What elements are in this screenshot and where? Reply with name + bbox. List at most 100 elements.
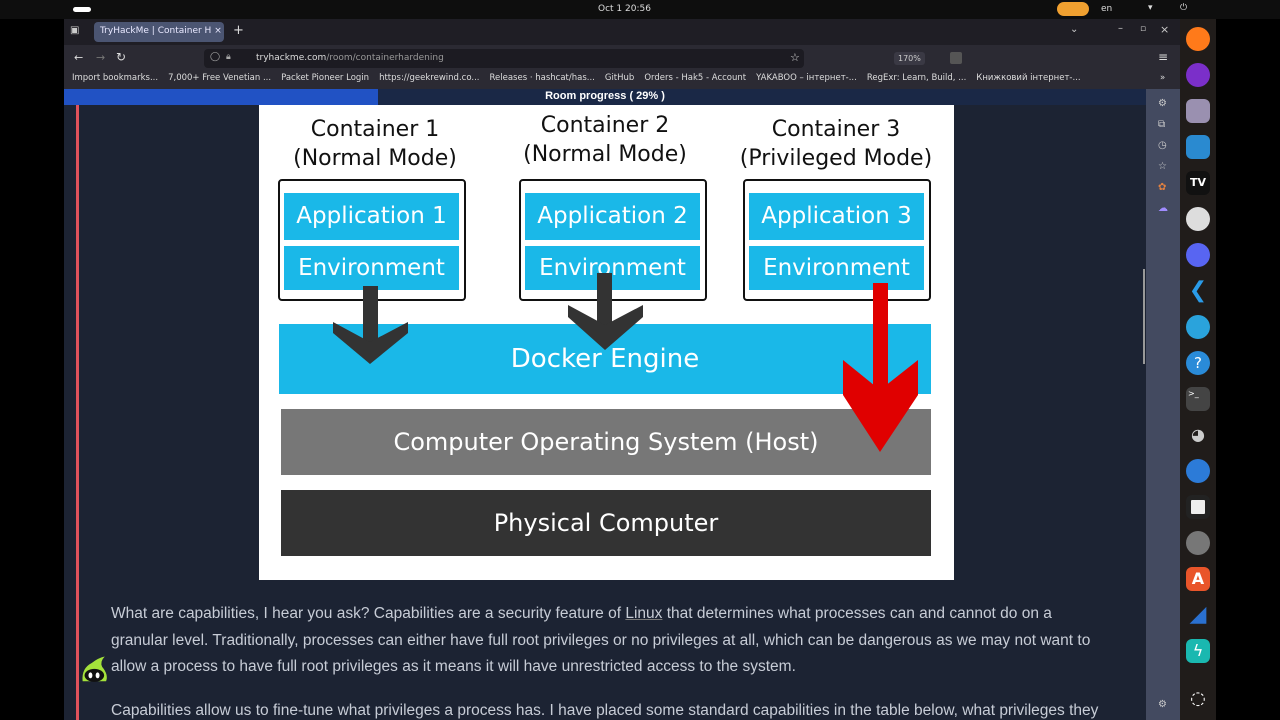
customize-sidebar-icon[interactable]: ⚙ (1158, 699, 1167, 710)
zoom-level[interactable]: 170% (894, 52, 925, 65)
paragraph-fine-tune: Capabilities allow us to fine-tune what … (111, 702, 1099, 719)
bookmark-item[interactable]: Packet Pioneer Login (281, 73, 370, 83)
new-tab-icon[interactable]: + (233, 23, 244, 38)
thunderbird-icon[interactable] (1186, 459, 1210, 483)
container-3-title: Container 3(Privileged Mode) (726, 115, 946, 173)
bookmark-item[interactable]: Import bookmarks... (72, 73, 159, 83)
tradingview-icon[interactable]: TV (1186, 171, 1210, 195)
privileged-arrow-icon (843, 283, 918, 452)
mascot-icon[interactable] (80, 655, 110, 684)
arrow-down-icon (333, 286, 408, 364)
tab-tryhackme[interactable]: TryHackMe | Container H × (94, 22, 224, 42)
writer-icon[interactable] (1186, 135, 1210, 159)
power-icon[interactable]: ⏻ (1180, 3, 1188, 13)
progress-fill (64, 89, 378, 105)
bookmarks-toolbar: Import bookmarks... 7,000+ Free Venetian… (64, 71, 1180, 89)
discord-icon[interactable] (1186, 243, 1210, 267)
bookmark-item[interactable]: 7,000+ Free Venetian ... (168, 73, 272, 83)
progress-label: Room progress ( 29% ) (545, 90, 665, 102)
show-apps-icon[interactable]: ◌ (1190, 688, 1206, 709)
wifi-icon[interactable]: ▾ (1148, 3, 1153, 13)
telegram-icon[interactable] (1186, 315, 1210, 339)
bookmark-item[interactable]: Releases · hashcat/has... (489, 73, 595, 83)
environment-label: Environment (525, 246, 700, 290)
reload-icon[interactable]: ↻ (116, 50, 127, 64)
activities-indicator[interactable] (73, 7, 91, 12)
clock-app-icon[interactable] (1186, 531, 1210, 555)
bookmark-item[interactable]: https://geekrewind.co... (379, 73, 480, 83)
rhythmbox-icon[interactable] (1186, 495, 1210, 519)
lock-icon[interactable]: 🔒︎ (226, 52, 231, 62)
tab-list-icon[interactable]: ▣ (70, 25, 80, 36)
menu-icon[interactable]: ≡ (1158, 50, 1169, 64)
firefox-icon[interactable] (1186, 27, 1210, 51)
forward-icon[interactable]: → (96, 51, 106, 64)
more-bookmarks-icon[interactable]: » (1160, 73, 1166, 83)
close-tab-icon[interactable]: × (214, 26, 222, 36)
bookmark-item[interactable]: Orders - Hak5 - Account (644, 73, 747, 83)
tab-bar: ▣ TryHackMe | Container H × + ⌄ – ▫ × (64, 19, 1180, 45)
minimize-icon[interactable]: – (1118, 23, 1123, 34)
room-progress-bar: Room progress ( 29% ) (64, 89, 1146, 105)
clock[interactable]: Oct 1 20:56 (598, 4, 651, 14)
arrow-down-icon (568, 273, 643, 350)
container-2-title: Container 2 (Normal Mode) (505, 111, 705, 169)
container-mode: (Normal Mode) (293, 146, 457, 171)
paragraph-capabilities: What are capabilities, I hear you ask? C… (111, 601, 1111, 681)
back-icon[interactable]: ← (74, 51, 84, 64)
app-center-icon[interactable]: A (1186, 567, 1210, 591)
browser-sidebar: ⚙ ⧉ ◷ ☆ ✿ ☁ ⚙ (1143, 89, 1180, 720)
application-label: Application 3 (749, 193, 924, 240)
extension-icon[interactable]: ✿ (1158, 182, 1167, 193)
gimp-icon[interactable]: ◕ (1191, 425, 1205, 444)
system-top-bar: Oct 1 20:56 en ▾ ⏻ (0, 0, 1280, 19)
application-label: Application 1 (284, 193, 459, 240)
text: that determines what processes can and c… (111, 605, 1091, 675)
terminal-icon[interactable]: >_ (1186, 387, 1210, 411)
files-icon[interactable] (1186, 99, 1210, 123)
environment-label: Environment (749, 246, 924, 290)
bookmark-item[interactable]: Книжковий інтернет-... (976, 73, 1081, 83)
tor-browser-icon[interactable] (1186, 63, 1210, 87)
container-mode: (Normal Mode) (523, 142, 687, 167)
section-accent-line (76, 105, 79, 720)
history-icon[interactable]: ◷ (1158, 140, 1167, 151)
screen-record-indicator[interactable] (1057, 2, 1089, 16)
container-title: Container 3 (771, 117, 901, 142)
url-domain: tryhackme.com (256, 53, 327, 63)
container-1-title: Container 1 (Normal Mode) (275, 115, 475, 173)
environment-label: Environment (284, 246, 459, 290)
text: What are capabilities, I hear you ask? C… (111, 605, 626, 622)
container-title: Container 2 (540, 113, 670, 138)
zap-icon[interactable]: ϟ (1186, 639, 1210, 663)
bookmark-item[interactable]: YAKABOO – інтернет-... (756, 73, 857, 83)
maximize-icon[interactable]: ▫ (1140, 24, 1147, 34)
bookmarks-icon[interactable]: ☆ (1158, 161, 1167, 172)
navigation-bar: ← → ↻ ◯ 🔒︎ tryhackme.com/room/containerh… (64, 45, 1180, 71)
synced-tabs-icon[interactable]: ⧉ (1158, 119, 1166, 130)
container-3-box: Application 3 Environment (743, 179, 931, 301)
bookmark-item[interactable]: GitHub (604, 73, 635, 83)
bookmark-star-icon[interactable]: ☆ (790, 51, 800, 64)
app-dock: TV ❮ ? >_ ◕ A ◢ ϟ ◌ (1180, 19, 1216, 720)
docker-architecture-diagram: Container 1 (Normal Mode) Container 2 (Nor… (259, 105, 954, 580)
shield-icon[interactable]: ◯ (210, 52, 221, 62)
chevron-down-icon[interactable]: ⌄ (1070, 24, 1079, 35)
scrollbar[interactable] (1143, 269, 1145, 364)
container-1-box: Application 1 Environment (278, 179, 466, 301)
url-path: /room/containerhardening (326, 53, 444, 63)
wireshark-icon[interactable]: ◢ (1189, 602, 1207, 627)
container-title: Container 1 (310, 117, 440, 142)
settings-icon[interactable]: ⚙ (1158, 98, 1167, 109)
close-window-icon[interactable]: × (1160, 23, 1170, 36)
extension-icon[interactable]: ☁ (1158, 203, 1168, 214)
application-label: Application 2 (525, 193, 700, 240)
help-icon[interactable]: ? (1186, 351, 1210, 375)
url-bar[interactable]: ◯ 🔒︎ tryhackme.com/room/containerhardeni… (204, 49, 925, 68)
linux-link[interactable]: Linux (625, 605, 663, 622)
mindmap-icon[interactable] (1186, 207, 1210, 231)
vscode-icon[interactable]: ❮ (1188, 278, 1208, 303)
reader-view-icon[interactable] (950, 52, 962, 64)
bookmark-item[interactable]: RegExr: Learn, Build, ... (866, 73, 967, 83)
language-indicator[interactable]: en (1101, 4, 1113, 14)
